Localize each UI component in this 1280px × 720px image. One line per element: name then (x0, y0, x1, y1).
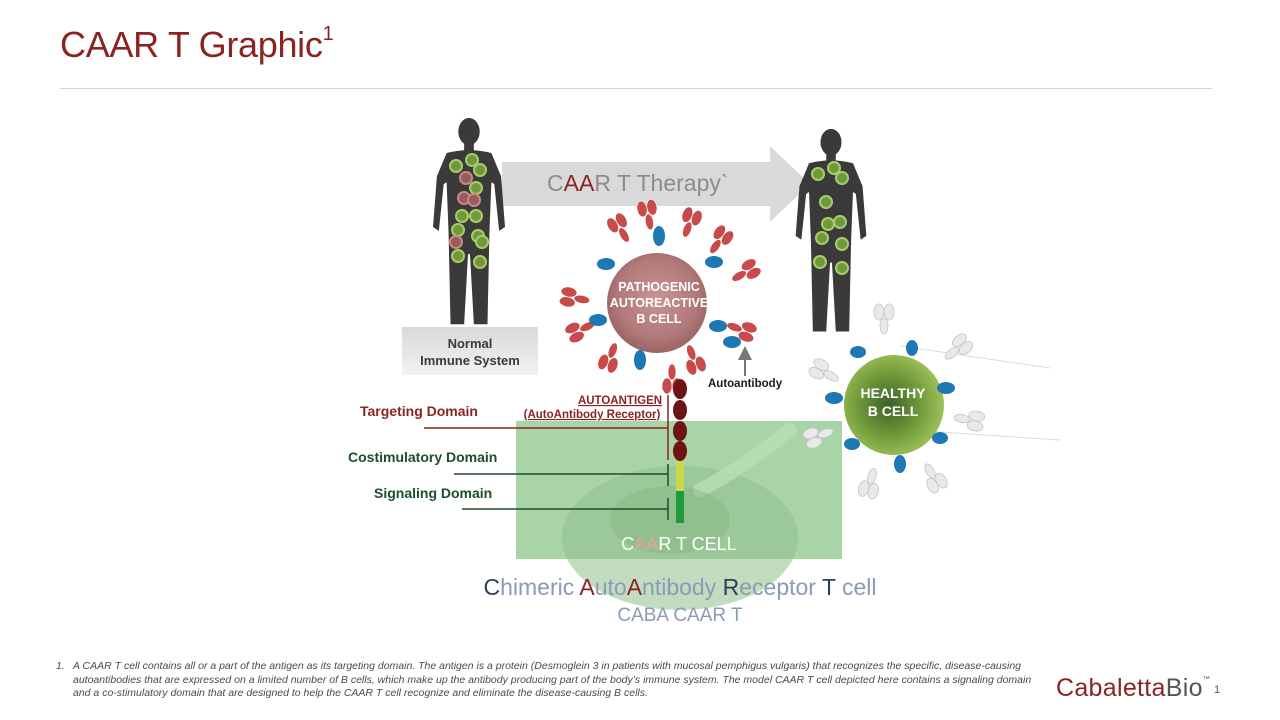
normal-line1: Normal (448, 336, 493, 351)
human-after-therapy (795, 128, 867, 332)
footnote-text: A CAAR T cell contains all or a part of … (73, 660, 1032, 699)
therapy-arrow (502, 146, 810, 222)
antibodies-white (802, 303, 986, 500)
autoantigen-line1: AUTOANTIGEN (578, 395, 662, 407)
targeting-callout (424, 395, 669, 460)
chimeric-c: C (484, 574, 501, 600)
brand-bio: Bio (1165, 674, 1203, 702)
chimeric-r: R (723, 574, 740, 600)
caar-receptor (673, 379, 687, 523)
brand-name: Cabaletta (1056, 674, 1166, 702)
page-title-text: CAAR T Graphic (60, 24, 323, 65)
human-before-therapy (433, 118, 505, 325)
costimulatory-domain-label: Costimulatory Domain (348, 449, 497, 465)
immune-cells-left (449, 153, 489, 269)
receptors-blue-healthy (825, 340, 955, 473)
pathogenic-b-cell (558, 198, 762, 395)
page-title: CAAR T Graphic1 (60, 23, 334, 66)
cell-label-c: C (621, 534, 634, 554)
normal-line2: Immune System (420, 353, 520, 368)
chimeric-a2: A (627, 574, 643, 600)
autoantigen-segment (673, 400, 687, 420)
autoantibody-pointer (738, 346, 752, 376)
footnote-number: 1. (56, 660, 65, 672)
chimeric-heading: Chimeric AutoAntibody Receptor T cell (484, 574, 877, 600)
therapy-label-c: C (547, 170, 564, 196)
chimeric-himeric: himeric (500, 574, 579, 600)
cell-label-rest: R T CELL (658, 534, 736, 554)
page-number: 1 (1214, 684, 1221, 696)
autoantigen-segment (673, 421, 687, 441)
cabaletta-bio-logo: CabalettaBio™ (1056, 674, 1210, 703)
footnote-ref: 1 (322, 23, 334, 45)
healthy-b-cell (802, 303, 1061, 500)
costimulatory-segment (676, 461, 684, 491)
healthy-line1: HEALTHY (860, 385, 926, 401)
autoantibodies-red (558, 198, 762, 395)
title-divider (60, 88, 1212, 89)
chimeric-eceptor: eceptor (739, 574, 822, 600)
signaling-callout (462, 498, 669, 520)
pathogenic-line3: B CELL (636, 312, 682, 326)
cell-label-aa: AA (634, 534, 658, 554)
therapy-label-rest: R T Therapy` (594, 170, 728, 196)
autoantibody-label: Autoantibody (708, 378, 783, 390)
caar-t-cell-label: CAAR T CELL (621, 534, 736, 554)
chimeric-a1: A (579, 574, 595, 600)
chimeric-cell: cell (836, 574, 877, 600)
chimeric-uto: uto (595, 574, 627, 600)
targeting-domain-label: Targeting Domain (360, 403, 478, 419)
receptors-blue (589, 226, 741, 370)
autoantigen-line2: (AutoAntibody Receptor) (524, 409, 661, 421)
therapy-label-aa: AA (564, 170, 595, 196)
pathogenic-line1: PATHOGENIC (618, 280, 699, 294)
signaling-domain-label: Signaling Domain (374, 485, 492, 501)
therapy-arrow-label: CAAR T Therapy` (547, 170, 729, 196)
brand-tm: ™ (1202, 676, 1211, 683)
footnote: 1. A CAAR T cell contains all or a part … (56, 660, 1036, 701)
autoantigen-segment (673, 441, 687, 461)
chimeric-ntibody: ntibody (642, 574, 723, 600)
pathogenic-line2: AUTOREACTIVE (610, 296, 708, 310)
autoantigen-segment (673, 379, 687, 399)
normal-immune-box: Normal Immune System (402, 327, 538, 375)
chimeric-t: T (822, 574, 836, 600)
signaling-segment (676, 491, 684, 523)
caba-caar-t-label: CABA CAAR T (617, 605, 743, 626)
costimulatory-callout (454, 464, 669, 486)
immune-cells-right (811, 161, 849, 275)
healthy-line2: B CELL (868, 403, 919, 419)
